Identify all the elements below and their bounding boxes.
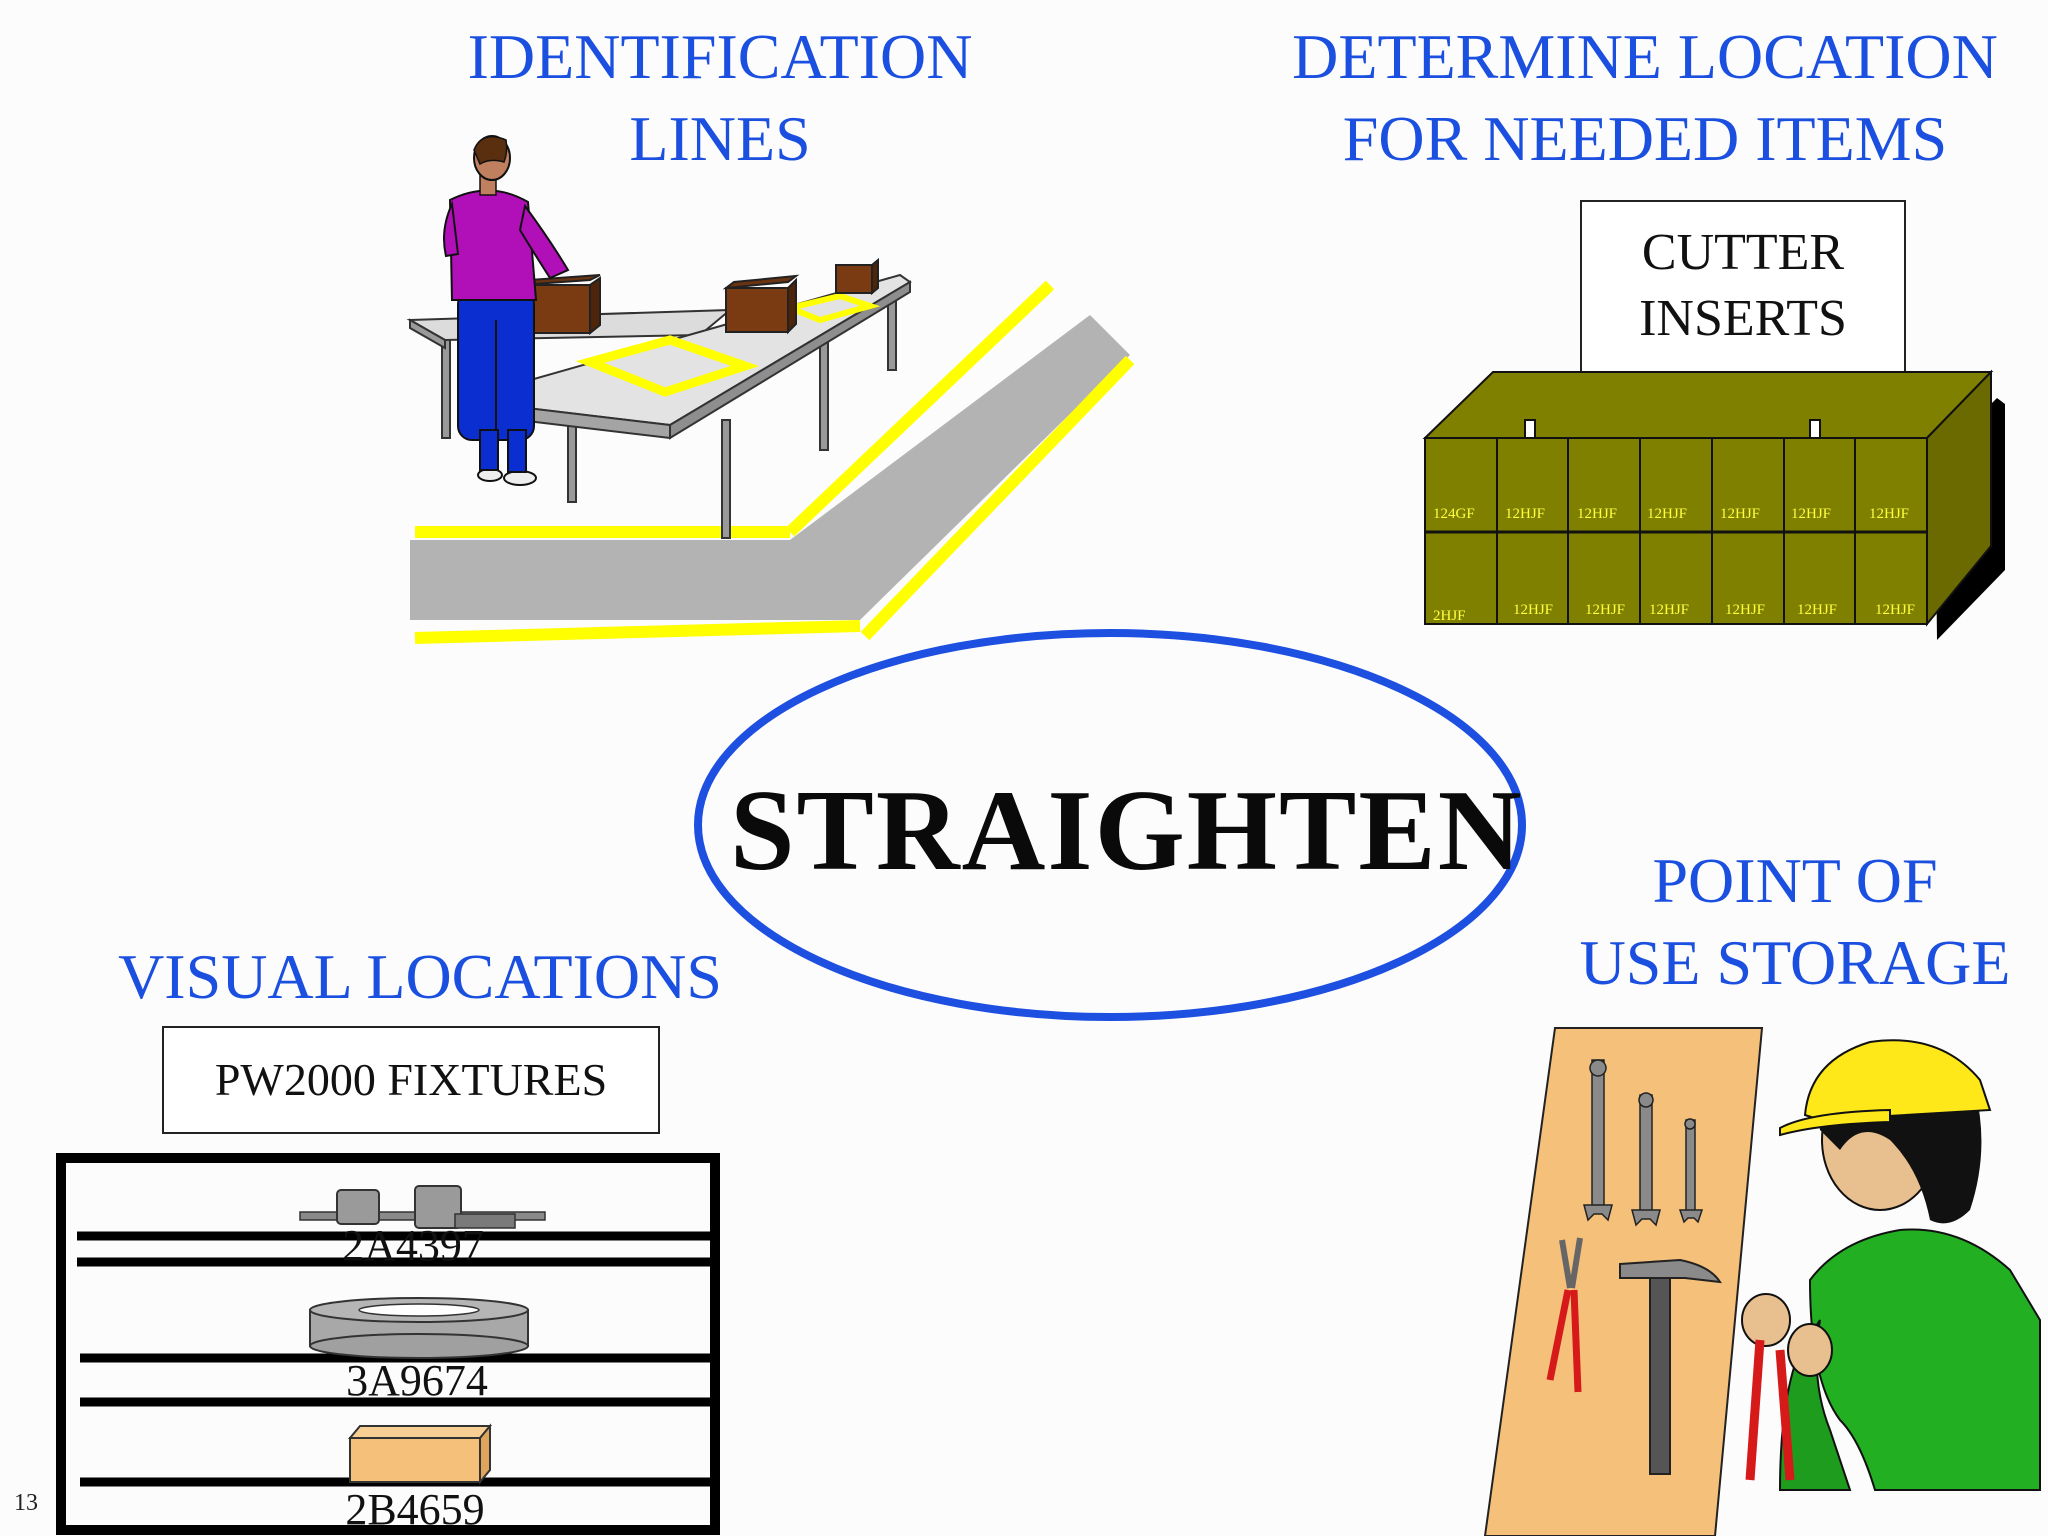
straighten-title: STRAIGHTEN bbox=[730, 767, 1524, 895]
visual-locations-title: VISUAL LOCATIONS bbox=[118, 941, 722, 1012]
vise-icon bbox=[299, 1185, 546, 1229]
box-icon bbox=[835, 257, 879, 296]
cutter-inserts-sign: CUTTER INSERTS bbox=[1580, 200, 1906, 376]
wrench-icon bbox=[1631, 1092, 1661, 1227]
bin-label: 124GF bbox=[1433, 506, 1475, 522]
bin-label: 12HJF bbox=[1791, 506, 1831, 522]
wrench-icon bbox=[1678, 1118, 1704, 1224]
shelf-label: 3A9674 bbox=[346, 1356, 488, 1405]
pliers-icon bbox=[1546, 1237, 1583, 1393]
identification-lines-line2: LINES bbox=[629, 103, 811, 174]
determine-location-line1: DETERMINE LOCATION bbox=[1292, 21, 1998, 92]
bin-label: 12HJF bbox=[1505, 506, 1545, 522]
slide-number: 13 bbox=[14, 1490, 38, 1516]
bin-label: 12HJF bbox=[1585, 602, 1625, 618]
bin-label: 12HJF bbox=[1577, 506, 1617, 522]
bin-label: 12HJF bbox=[1875, 602, 1915, 618]
bin-label: 12HJF bbox=[1649, 602, 1689, 618]
shelf-label: 2B4659 bbox=[345, 1485, 484, 1534]
cutter-inserts-sign-line2: INSERTS bbox=[1639, 290, 1847, 347]
point-of-use-line2: USE STORAGE bbox=[1579, 927, 2011, 998]
bin-label: 12HJF bbox=[1720, 506, 1760, 522]
box-icon bbox=[722, 274, 800, 335]
wrench-icon bbox=[1583, 1059, 1613, 1222]
determine-location-heading: DETERMINE LOCATION FOR NEEDED ITEMS bbox=[1250, 16, 2040, 180]
pw2000-fixtures-sign: PW2000 FIXTURES bbox=[162, 1026, 660, 1134]
identification-lines-heading: IDENTIFICATION LINES bbox=[420, 16, 1020, 180]
shelf-label: 2A4397 bbox=[342, 1221, 484, 1270]
pegboard-illustration bbox=[1483, 1027, 2041, 1536]
pw2000-fixtures-sign-text: PW2000 FIXTURES bbox=[214, 1054, 608, 1105]
point-of-use-heading: POINT OF USE STORAGE bbox=[1550, 840, 2040, 1004]
fixture-shelf: 2A4397 3A9674 2B4659 bbox=[56, 1153, 720, 1535]
point-of-use-line1: POINT OF bbox=[1652, 845, 1938, 916]
determine-location-line2: FOR NEEDED ITEMS bbox=[1342, 103, 1948, 174]
tape-roll-icon bbox=[309, 1297, 529, 1359]
center-ellipse bbox=[694, 629, 1526, 1021]
bin-label: 2HJF bbox=[1433, 608, 1466, 624]
worker-woman-figure bbox=[1741, 1039, 2041, 1491]
workbench-illustration bbox=[406, 135, 1135, 644]
bin-label: 12HJF bbox=[1647, 506, 1687, 522]
bin-label: 12HJF bbox=[1869, 506, 1909, 522]
hammer-icon bbox=[1619, 1258, 1722, 1475]
cutter-inserts-sign-line1: CUTTER bbox=[1641, 224, 1845, 281]
parts-box-icon bbox=[347, 1423, 493, 1485]
visual-locations-heading: VISUAL LOCATIONS bbox=[80, 936, 760, 1018]
bin-label: 12HJF bbox=[1725, 602, 1765, 618]
identification-lines-line1: IDENTIFICATION bbox=[467, 21, 973, 92]
storage-cabinet: 124GF 12HJF 12HJF 12HJF 12HJF 12HJF 12HJ… bbox=[1422, 369, 2005, 640]
worker-figure bbox=[443, 135, 570, 486]
bin-label: 12HJF bbox=[1797, 602, 1837, 618]
bin-label: 12HJF bbox=[1513, 602, 1553, 618]
